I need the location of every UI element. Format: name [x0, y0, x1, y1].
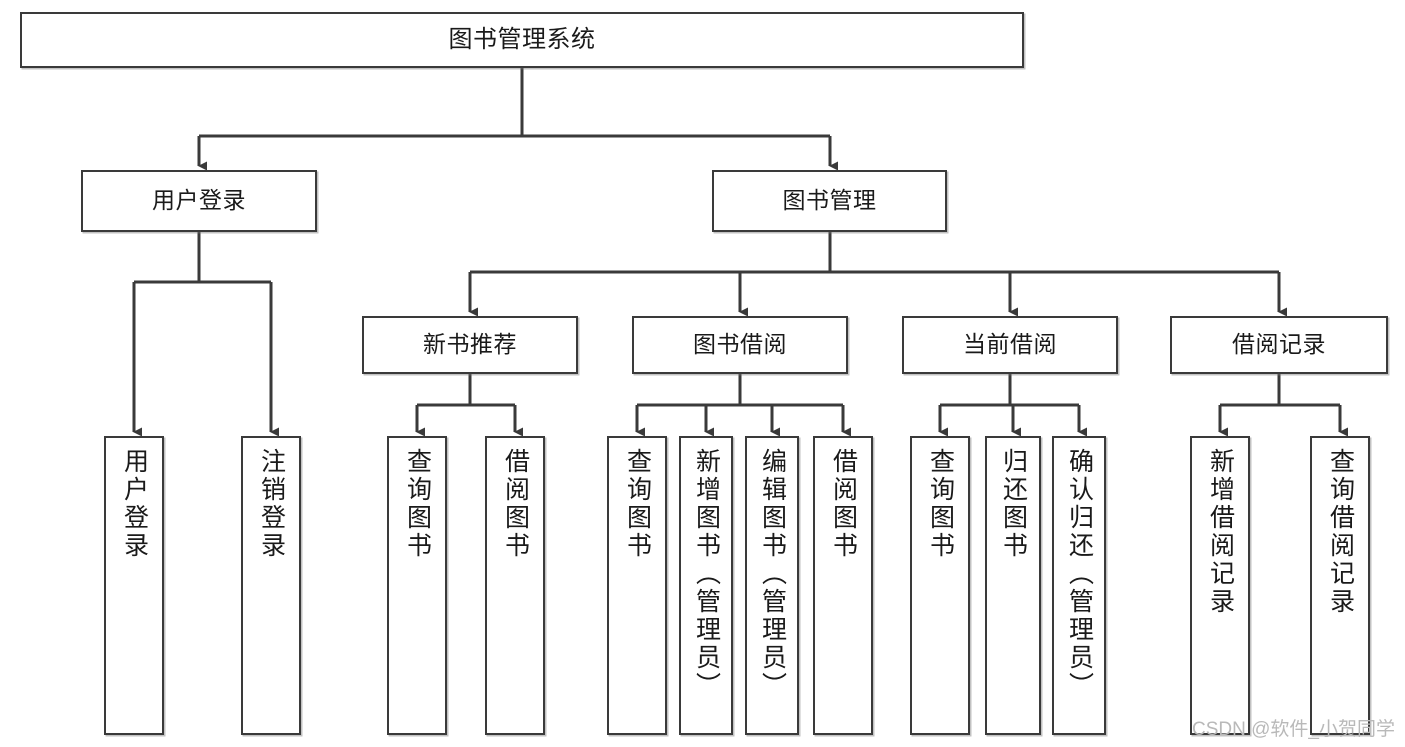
node-label: 当前借阅 — [963, 331, 1057, 358]
node-label: 查询图书 — [926, 448, 955, 560]
node-label: 新增借阅记录 — [1206, 448, 1235, 616]
node-label: 归还图书 — [999, 448, 1028, 560]
node-leaf-user-login[interactable]: 用户登录 — [104, 436, 164, 735]
node-label: 确认归还（管理员） — [1065, 448, 1094, 700]
node-label: 查询图书 — [403, 448, 432, 560]
node-leaf-query-books-nbr[interactable]: 查询图书 — [387, 436, 447, 735]
node-label: 借阅图书 — [501, 448, 530, 560]
node-leaf-confirm-return-admin[interactable]: 确认归还（管理员） — [1052, 436, 1106, 735]
node-label: 图书管理系统 — [448, 25, 596, 53]
node-book-management[interactable]: 图书管理 — [712, 170, 947, 232]
node-leaf-query-books-cb[interactable]: 查询图书 — [910, 436, 970, 735]
node-label: 借阅图书 — [829, 448, 858, 560]
node-leaf-query-books-bb[interactable]: 查询图书 — [607, 436, 667, 735]
node-leaf-query-borrow-record[interactable]: 查询借阅记录 — [1310, 436, 1370, 735]
node-leaf-add-book-admin[interactable]: 新增图书（管理员） — [679, 436, 733, 735]
node-leaf-add-borrow-record[interactable]: 新增借阅记录 — [1190, 436, 1250, 735]
node-leaf-borrow-books-bb[interactable]: 借阅图书 — [813, 436, 873, 735]
node-leaf-borrow-books-nbr[interactable]: 借阅图书 — [485, 436, 545, 735]
node-label: 注销登录 — [257, 448, 286, 560]
node-label: 用户登录 — [120, 448, 149, 560]
node-label: 编辑图书（管理员） — [758, 448, 787, 700]
node-label: 查询图书 — [623, 448, 652, 560]
node-root-library-system[interactable]: 图书管理系统 — [20, 12, 1024, 68]
node-label: 用户登录 — [152, 187, 246, 214]
node-label: 借阅记录 — [1232, 331, 1326, 358]
node-new-book-recommend[interactable]: 新书推荐 — [362, 316, 578, 374]
node-user-login[interactable]: 用户登录 — [81, 170, 317, 232]
node-label: 新书推荐 — [423, 331, 517, 358]
node-label: 新增图书（管理员） — [692, 448, 721, 700]
node-label: 查询借阅记录 — [1326, 448, 1355, 616]
csdn-watermark: CSDN @软件_小贺同学 — [1192, 719, 1395, 740]
node-current-borrow[interactable]: 当前借阅 — [902, 316, 1118, 374]
node-leaf-edit-book-admin[interactable]: 编辑图书（管理员） — [745, 436, 799, 735]
node-leaf-user-logout[interactable]: 注销登录 — [241, 436, 301, 735]
node-leaf-return-books[interactable]: 归还图书 — [985, 436, 1041, 735]
node-label: 图书管理 — [782, 187, 877, 214]
node-label: 图书借阅 — [693, 331, 787, 358]
node-borrow-record[interactable]: 借阅记录 — [1170, 316, 1388, 374]
node-book-borrow[interactable]: 图书借阅 — [632, 316, 848, 374]
